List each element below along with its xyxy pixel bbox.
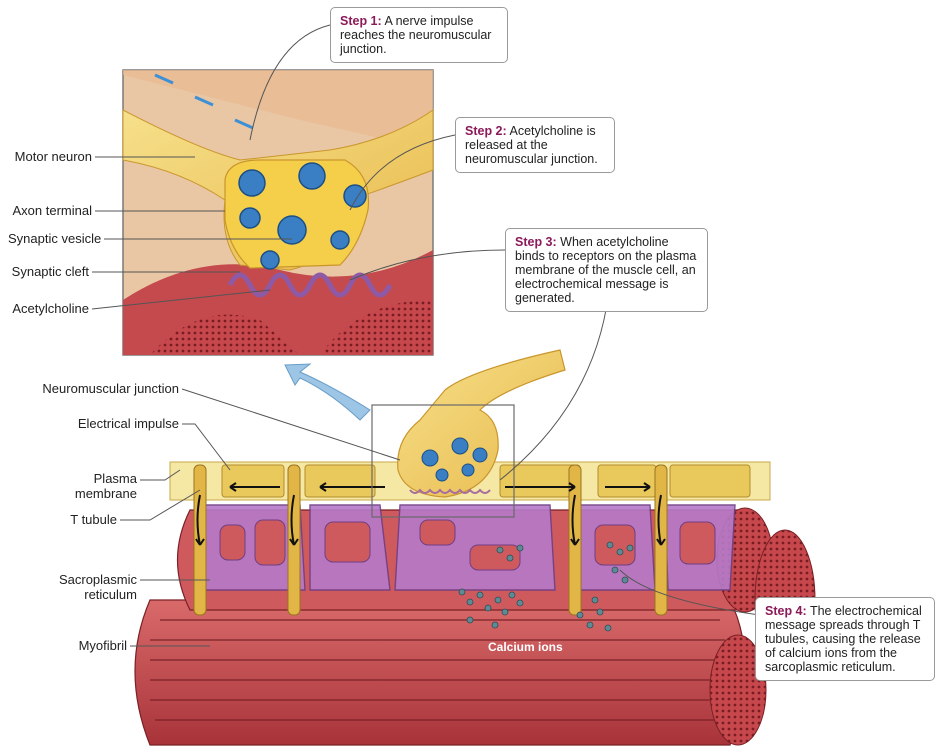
label-sarcoplasmic-line1: Sacroplasmic — [30, 572, 137, 587]
label-plasma-line1: Plasma — [60, 471, 137, 486]
label-electrical-impulse: Electrical impulse — [50, 416, 179, 431]
label-plasma-membrane: Plasma membrane — [60, 471, 137, 501]
label-neuromuscular-junction: Neuromuscular junction — [30, 381, 179, 396]
step1-title: Step 1: — [340, 14, 382, 28]
label-axon-terminal: Axon terminal — [8, 203, 92, 218]
myofibril — [135, 600, 766, 745]
label-plasma-line2: membrane — [60, 486, 137, 501]
label-sarcoplasmic-reticulum: Sacroplasmic reticulum — [30, 572, 137, 602]
label-calcium-ions: Calcium ions — [488, 640, 563, 654]
label-sarcoplasmic-line2: reticulum — [30, 587, 137, 602]
label-synaptic-cleft: Synaptic cleft — [8, 264, 89, 279]
label-motor-neuron: Motor neuron — [8, 149, 92, 164]
label-myofibril: Myofibril — [40, 638, 127, 653]
label-t-tubule: T tubule — [40, 512, 117, 527]
step2-callout: Step 2: Acetylcholine is released at the… — [455, 117, 615, 173]
step4-callout: Step 4: The electrochemical message spre… — [755, 597, 935, 681]
step3-title: Step 3: — [515, 235, 557, 249]
step4-title: Step 4: — [765, 604, 807, 618]
step3-callout: Step 3: When acetylcholine binds to rece… — [505, 228, 708, 312]
step2-title: Step 2: — [465, 124, 507, 138]
label-synaptic-vesicle: Synaptic vesicle — [8, 231, 101, 246]
label-acetylcholine: Acetylcholine — [8, 301, 89, 316]
step1-callout: Step 1: A nerve impulse reaches the neur… — [330, 7, 508, 63]
inset-panel — [123, 70, 433, 355]
